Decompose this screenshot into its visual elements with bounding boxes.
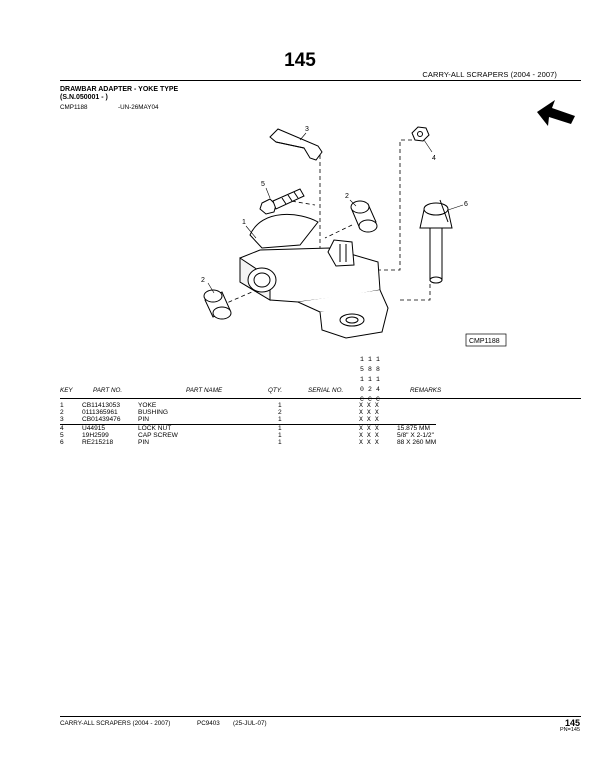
header-part-name: PART NAME — [186, 387, 223, 394]
model-col-2-char-2: 8 — [368, 366, 372, 373]
illustration-id-box — [465, 333, 507, 347]
table-header-rule — [60, 398, 581, 399]
header-rule — [60, 80, 581, 81]
illustration-ref-date: -UN-26MAY04 — [118, 104, 159, 111]
callout-4: 4 — [432, 155, 436, 162]
callout-1: 1 — [242, 219, 246, 226]
part-bushing-2-upper — [350, 200, 378, 233]
model-col-3-char-2: 8 — [376, 366, 380, 373]
model-col-2-char-1: 1 — [368, 356, 372, 363]
model-col-2-char-3: 1 — [368, 376, 372, 383]
table-row: 1 CB11413053 YOKE 1 X X X — [60, 402, 379, 409]
header-part-no: PART NO. — [93, 387, 123, 394]
parts-table: 1 CB11413053 YOKE 1 X X X 2 0111365961 B… — [60, 402, 437, 447]
part-bushing-2-lower — [203, 289, 232, 320]
callout-3: 3 — [305, 126, 309, 133]
model-col-3-char-5: C — [376, 396, 380, 403]
callout-6: 6 — [464, 201, 468, 208]
footer-publication-code: PC9403 — [197, 720, 220, 727]
table-row: 4 U44915 LOCK NUT 1 X X X 15.875 MM — [60, 423, 437, 432]
model-col-3-char-4: 4 — [376, 386, 380, 393]
table-row: 5 19H2599 CAP SCREW 1 X X X 5/8" X 2-1/2… — [60, 431, 434, 439]
model-col-1-char-1: 1 — [360, 356, 364, 363]
model-col-1-char-3: 1 — [360, 376, 364, 383]
footer-section-title: CARRY-ALL SCRAPERS (2004 - 2007) — [60, 720, 171, 727]
part-pin-6 — [419, 199, 453, 284]
assembly-serial-range: (S.N.050001 - ) — [60, 94, 108, 101]
model-col-3-char-3: 1 — [376, 376, 380, 383]
header-serial-no: SERIAL NO. — [308, 387, 344, 394]
table-row: 6 RE215218 PIN 1 X X X 88 X 260 MM — [60, 439, 437, 447]
illustration-id-label: CMP1188 — [469, 338, 500, 345]
model-col-1-char-4: 0 — [360, 386, 364, 393]
direction-arrow-icon — [537, 100, 575, 126]
header-qty: QTY. — [268, 387, 283, 394]
model-col-1-char-2: 5 — [360, 366, 364, 373]
callout-2-upper: 2 — [345, 193, 349, 200]
illustration-ref-code: CMP1188 — [60, 104, 88, 111]
footer-page-number: 145 — [564, 718, 580, 728]
table-row: 3 CB01439476 PIN 1 X X X — [60, 416, 379, 424]
header-remarks: REMARKS — [410, 387, 442, 394]
part-lock-nut-4 — [411, 126, 430, 142]
part-yoke-1 — [239, 213, 389, 339]
header-key: KEY — [60, 387, 73, 394]
model-col-2-char-5: C — [368, 396, 372, 403]
model-col-3-char-1: 1 — [376, 356, 380, 363]
footer-rule — [60, 716, 581, 717]
table-row: 2 0111365961 BUSHING 2 X X X — [60, 409, 379, 417]
footer-date: (25-JUL-07) — [233, 720, 267, 727]
callout-2-lower: 2 — [201, 277, 205, 284]
footer-pn: PN=145 — [559, 727, 580, 733]
model-col-2-char-4: 2 — [368, 386, 372, 393]
section-title: CARRY-ALL SCRAPERS (2004 - 2007) — [422, 70, 557, 79]
exploded-parts-diagram: 1 2 2 3 4 5 6 CMP1188 — [201, 100, 575, 347]
assembly-title: DRAWBAR ADAPTER - YOKE TYPE — [60, 86, 179, 93]
part-pin-3 — [269, 128, 323, 161]
callout-5: 5 — [261, 181, 265, 188]
part-cap-screw-5 — [259, 188, 305, 215]
page-number: 145 — [284, 50, 316, 71]
model-col-1-char-5: C — [360, 396, 364, 403]
